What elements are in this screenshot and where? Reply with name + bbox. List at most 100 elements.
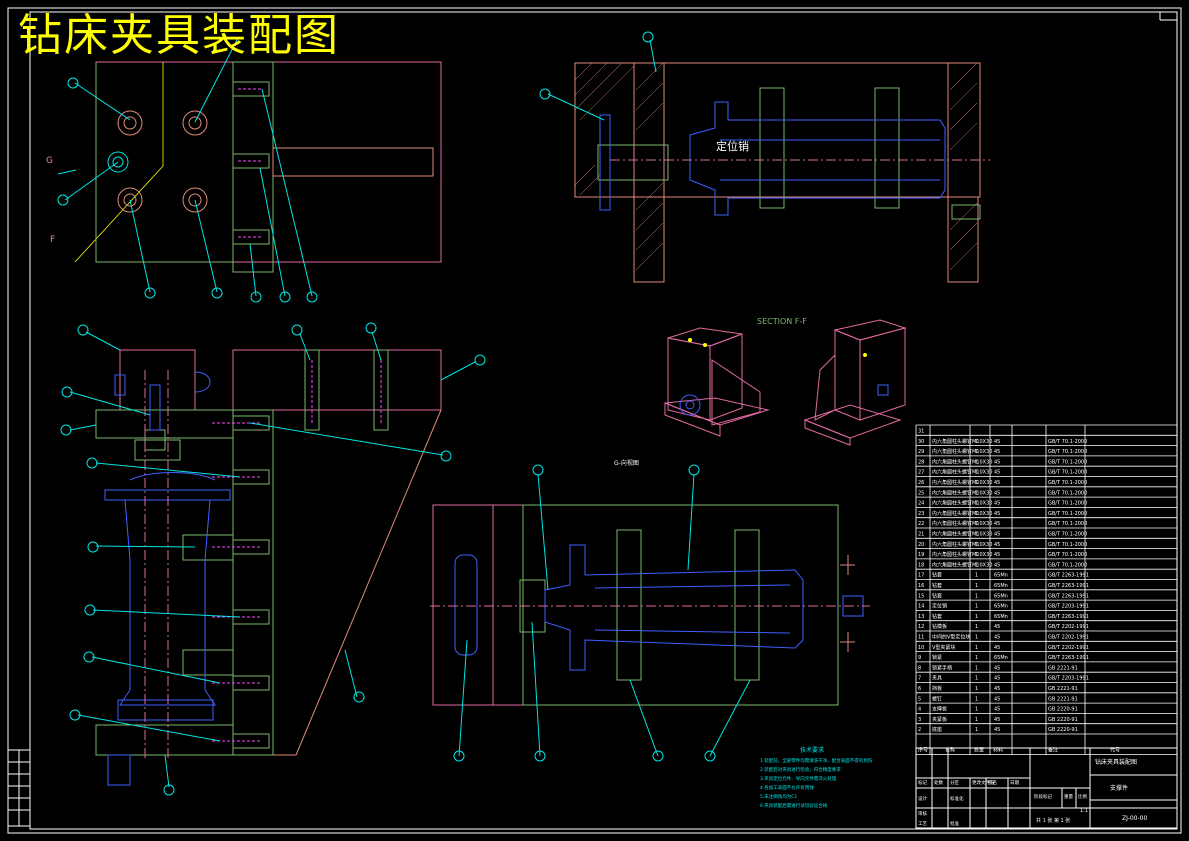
bom-cell-name: 支撑板 xyxy=(932,706,947,713)
bom-cell-index: 30 xyxy=(918,439,924,445)
bom-cell-standard: GB/T 70.1-2000 xyxy=(1048,552,1087,558)
bom-cell-qty: 1 xyxy=(975,624,978,630)
bom-cell-qty: 1 xyxy=(975,562,978,568)
bom-cell-name: 夹紧板 xyxy=(932,716,947,723)
bom-cell-name: 螺钉 xyxy=(932,695,942,702)
bom-cell-standard: GB/T 2263-1991 xyxy=(1048,593,1089,599)
bom-cell-qty: 1 xyxy=(975,480,978,486)
bom-cell-name: V型夹紧块 xyxy=(932,644,955,651)
top-left-view xyxy=(57,37,442,303)
bom-cell-index: 8 xyxy=(918,665,921,671)
bom-header-name: 名称 xyxy=(945,747,955,754)
bom-cell-name: 钻套 xyxy=(932,582,942,589)
bom-cell-qty: 1 xyxy=(975,665,978,671)
title-block-label: 重量 xyxy=(1064,793,1073,800)
bom-cell-name: 内六角圆柱头螺钉M10X30 xyxy=(932,531,992,538)
bom-cell-standard: GB/T 2202-1991 xyxy=(1048,624,1089,630)
bom-cell-standard: GB/T 2263-1991 xyxy=(1048,573,1089,579)
bom-cell-material: 45 xyxy=(994,686,1000,692)
bom-cell-standard: GB/T 70.1-2000 xyxy=(1048,501,1087,507)
bom-cell-name: 锁紧手柄 xyxy=(932,664,952,671)
bom-cell-qty: 1 xyxy=(975,470,978,476)
bom-cell-standard: GB/T 70.1-2000 xyxy=(1048,532,1087,538)
bom-cell-index: 26 xyxy=(918,480,924,486)
tech-line: 5.未注倒角均为C1 xyxy=(760,793,797,800)
drawing-border xyxy=(29,11,1178,830)
bom-cell-index: 15 xyxy=(918,593,924,599)
title-block-label: 批准 xyxy=(950,820,959,827)
bom-cell-standard: GB/T 2263-1991 xyxy=(1048,655,1089,661)
tb-part-name: 支撑件 xyxy=(1110,784,1128,792)
bom-cell-standard: GB/T 2263-1991 xyxy=(1048,614,1089,620)
bom-cell-index: 29 xyxy=(918,449,924,455)
bom-cell-standard: GB/T 2202-1991 xyxy=(1048,635,1089,641)
bom-cell-name: 夹具 xyxy=(932,675,942,682)
bom-cell-material: 45 xyxy=(994,552,1000,558)
bom-cell-qty: 1 xyxy=(975,459,978,465)
bom-cell-material: 45 xyxy=(994,727,1000,733)
bom-cell-material: 45 xyxy=(994,511,1000,517)
bom-cell-index: 11 xyxy=(918,635,924,641)
bom-cell-index: 12 xyxy=(918,624,924,630)
top-section-view xyxy=(539,31,990,283)
bom-cell-index: 28 xyxy=(918,459,924,465)
bom-cell-name: 锁紧 xyxy=(932,654,942,661)
g-direction-view: G-向视图 xyxy=(430,459,870,762)
bom-cell-qty: 1 xyxy=(975,490,978,496)
bom-cell-qty: 1 xyxy=(975,583,978,589)
bom-cell-index: 6 xyxy=(918,686,921,692)
title-block-label: 比例 xyxy=(1078,793,1087,800)
bom-cell-qty: 1 xyxy=(975,686,978,692)
bom-cell-standard: GB 2221-91 xyxy=(1048,665,1078,671)
bom-cell-standard: GB/T 70.1-2000 xyxy=(1048,511,1087,517)
bom-cell-qty: 1 xyxy=(975,552,978,558)
bom-cell-name: 内六角圆柱头螺钉M10X30 xyxy=(932,469,992,476)
bom-cell-index: 21 xyxy=(918,532,924,538)
bom-cell-qty: 1 xyxy=(975,645,978,651)
bom-cell-standard: GB/T 70.1-2000 xyxy=(1048,562,1087,568)
bom-cell-qty: 1 xyxy=(975,439,978,445)
bom-cell-material: 45 xyxy=(994,521,1000,527)
isometric-view-1 xyxy=(664,327,770,437)
title-block-label: 标记 xyxy=(918,779,927,786)
bom-cell-material: 45 xyxy=(994,501,1000,507)
bom-cell-qty: 1 xyxy=(975,717,978,723)
title-block xyxy=(915,747,1178,829)
tech-requirements: 技术要求 1.装配前，全部零件均需清洗干净，配合表面不得有划伤 2.装配后对夹具… xyxy=(760,746,873,809)
title-block-label: 日期 xyxy=(1010,780,1019,786)
bom-cell-name: 挡板 xyxy=(932,685,942,692)
bom-header-note: 备注 xyxy=(1048,747,1058,754)
bom-cell-name: 内六角圆柱头螺钉M10X30 xyxy=(932,510,992,517)
bom-header-index: 序号 xyxy=(918,747,928,754)
bom-cell-qty: 1 xyxy=(975,604,978,610)
title-block-labels: 标记处数分区更改文件号签名日期设计标准化阶段标记重量比例审核工艺批准 xyxy=(918,779,1087,827)
bom-cell-standard: GB/T 70.1-2000 xyxy=(1048,459,1087,465)
bom-cell-qty: 1 xyxy=(975,573,978,579)
bom-cell-qty: 1 xyxy=(975,501,978,507)
drawing-title: 钻床夹具装配图 xyxy=(18,10,340,61)
label-g: G xyxy=(46,156,53,166)
bom-cell-material: 65Mn xyxy=(994,614,1008,620)
title-block-label: 标准化 xyxy=(950,795,964,802)
bom-cell-qty: 1 xyxy=(975,542,978,548)
bom-cell-qty: 1 xyxy=(975,676,978,682)
bom-cell-name: 内六角圆柱头螺钉M10X30 xyxy=(932,448,992,455)
bom-cell-material: 65Mn xyxy=(994,655,1008,661)
bom-cell-index: 18 xyxy=(918,562,924,568)
bom-cell-material: 65Mn xyxy=(994,573,1008,579)
bom-cell-qty: 1 xyxy=(975,635,978,641)
title-block-label: 签名 xyxy=(988,779,997,786)
bom-cell-qty: 1 xyxy=(975,449,978,455)
bom-cell-name: 内六角圆柱头螺钉M10X30 xyxy=(932,479,992,486)
label-f: F xyxy=(50,235,55,245)
bom-cell-qty: 1 xyxy=(975,707,978,713)
bom-cell-standard: GB/T 70.1-2000 xyxy=(1048,490,1087,496)
tb-sheet: 共 1 张 第 1 张 xyxy=(1036,817,1070,824)
view-label: G-向视图 xyxy=(614,459,639,467)
tech-line: 2.装配后对夹具进行检验，符合精度要求 xyxy=(760,766,841,773)
bom-cell-index: 9 xyxy=(918,655,921,661)
drawing-frame xyxy=(7,7,1182,834)
bom-cell-qty: 1 xyxy=(975,593,978,599)
